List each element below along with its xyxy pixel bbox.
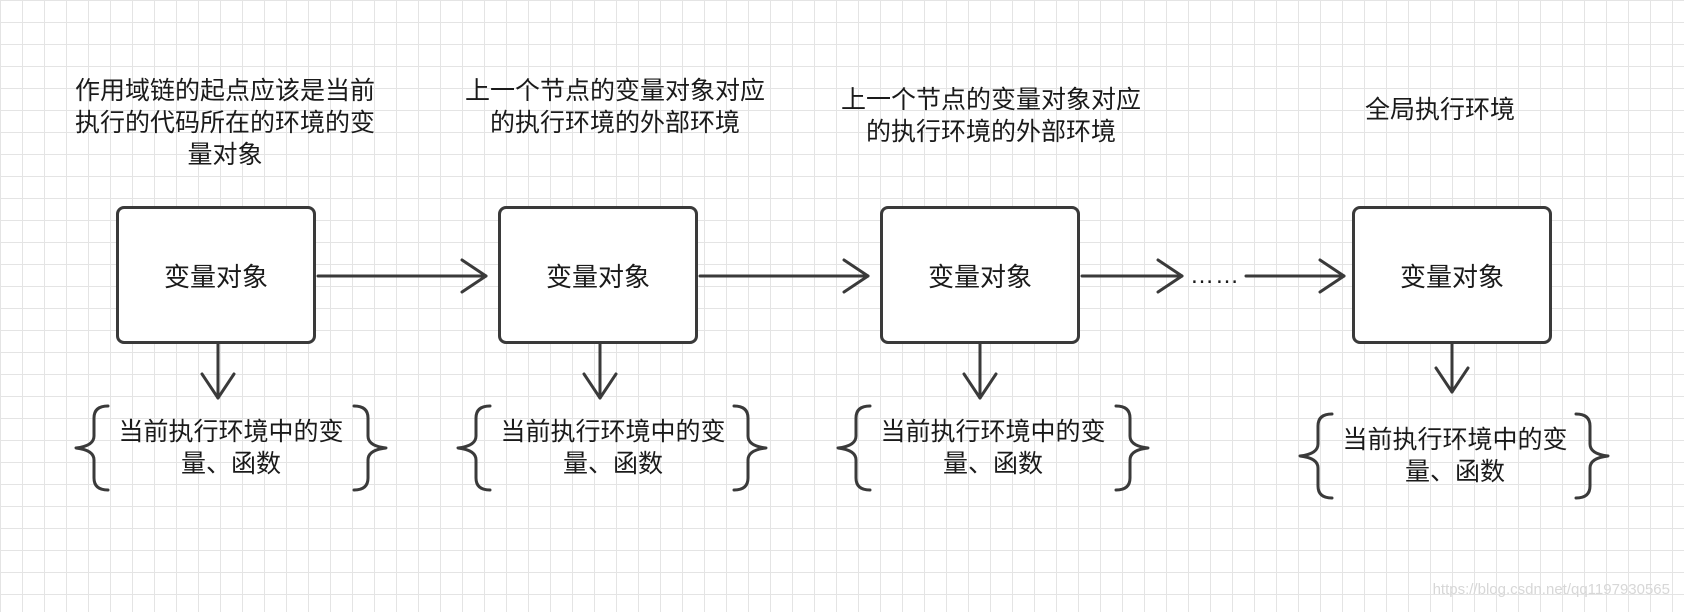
vars-line: 量、函数: [562, 450, 663, 478]
caption-line: 作用域链的起点应该是当前: [74, 77, 375, 105]
variables-functions-2: 当前执行环境中的变 量、函数: [488, 416, 738, 480]
variable-object-node-1: 变量对象: [116, 206, 316, 344]
left-brace: [1298, 412, 1334, 500]
caption-line: 的执行环境的外部环境: [865, 118, 1116, 146]
vars-line: 量、函数: [180, 450, 281, 478]
variables-functions-1: 当前执行环境中的变 量、函数: [106, 416, 356, 480]
variable-object-node-2: 变量对象: [498, 206, 698, 344]
variable-object-node-3: 变量对象: [880, 206, 1080, 344]
arrow-node1-to-node2: [316, 258, 488, 294]
vars-line: 量、函数: [942, 450, 1043, 478]
caption-line: 执行的代码所在的环境的变: [74, 109, 375, 137]
arrow-node3-to-ellipsis: [1080, 258, 1184, 294]
node-label: 变量对象: [163, 261, 268, 292]
caption-outer-environment-1: 上一个节点的变量对象对应 的执行环境的外部环境: [450, 75, 780, 139]
vars-line: 当前执行环境中的变: [500, 418, 726, 446]
caption-outer-environment-2: 上一个节点的变量对象对应 的执行环境的外部环境: [826, 84, 1156, 148]
caption-line: 上一个节点的变量对象对应: [464, 77, 765, 105]
left-brace: [456, 404, 492, 492]
variables-functions-4: 当前执行环境中的变 量、函数: [1330, 424, 1580, 488]
caption-line: 量对象: [187, 141, 263, 169]
vars-line: 当前执行环境中的变: [1342, 426, 1568, 454]
left-brace: [74, 404, 110, 492]
vars-line: 当前执行环境中的变: [118, 418, 344, 446]
arrow-ellipsis-to-node4: [1244, 258, 1346, 294]
vars-line: 当前执行环境中的变: [880, 418, 1106, 446]
right-brace: [1114, 404, 1150, 492]
vars-line: 量、函数: [1404, 458, 1505, 486]
watermark: https://blog.csdn.net/qq1197930565: [1432, 581, 1670, 598]
node-label: 变量对象: [545, 261, 650, 292]
node-label: 变量对象: [927, 261, 1032, 292]
caption-scope-chain-start: 作用域链的起点应该是当前 执行的代码所在的环境的变 量对象: [60, 75, 390, 171]
caption-line: 的执行环境的外部环境: [489, 109, 740, 137]
variable-object-node-4: 变量对象: [1352, 206, 1552, 344]
node-label: 变量对象: [1399, 261, 1504, 292]
right-brace: [352, 404, 388, 492]
caption-line: 上一个节点的变量对象对应: [840, 86, 1141, 114]
right-brace: [732, 404, 768, 492]
variables-functions-3: 当前执行环境中的变 量、函数: [868, 416, 1118, 480]
caption-line: 全局执行环境: [1364, 96, 1515, 124]
arrow-node2-to-node3: [698, 258, 870, 294]
caption-global-environment: 全局执行环境: [1290, 94, 1590, 126]
right-brace: [1574, 412, 1610, 500]
left-brace: [836, 404, 872, 492]
chain-ellipsis: ……: [1190, 262, 1240, 289]
